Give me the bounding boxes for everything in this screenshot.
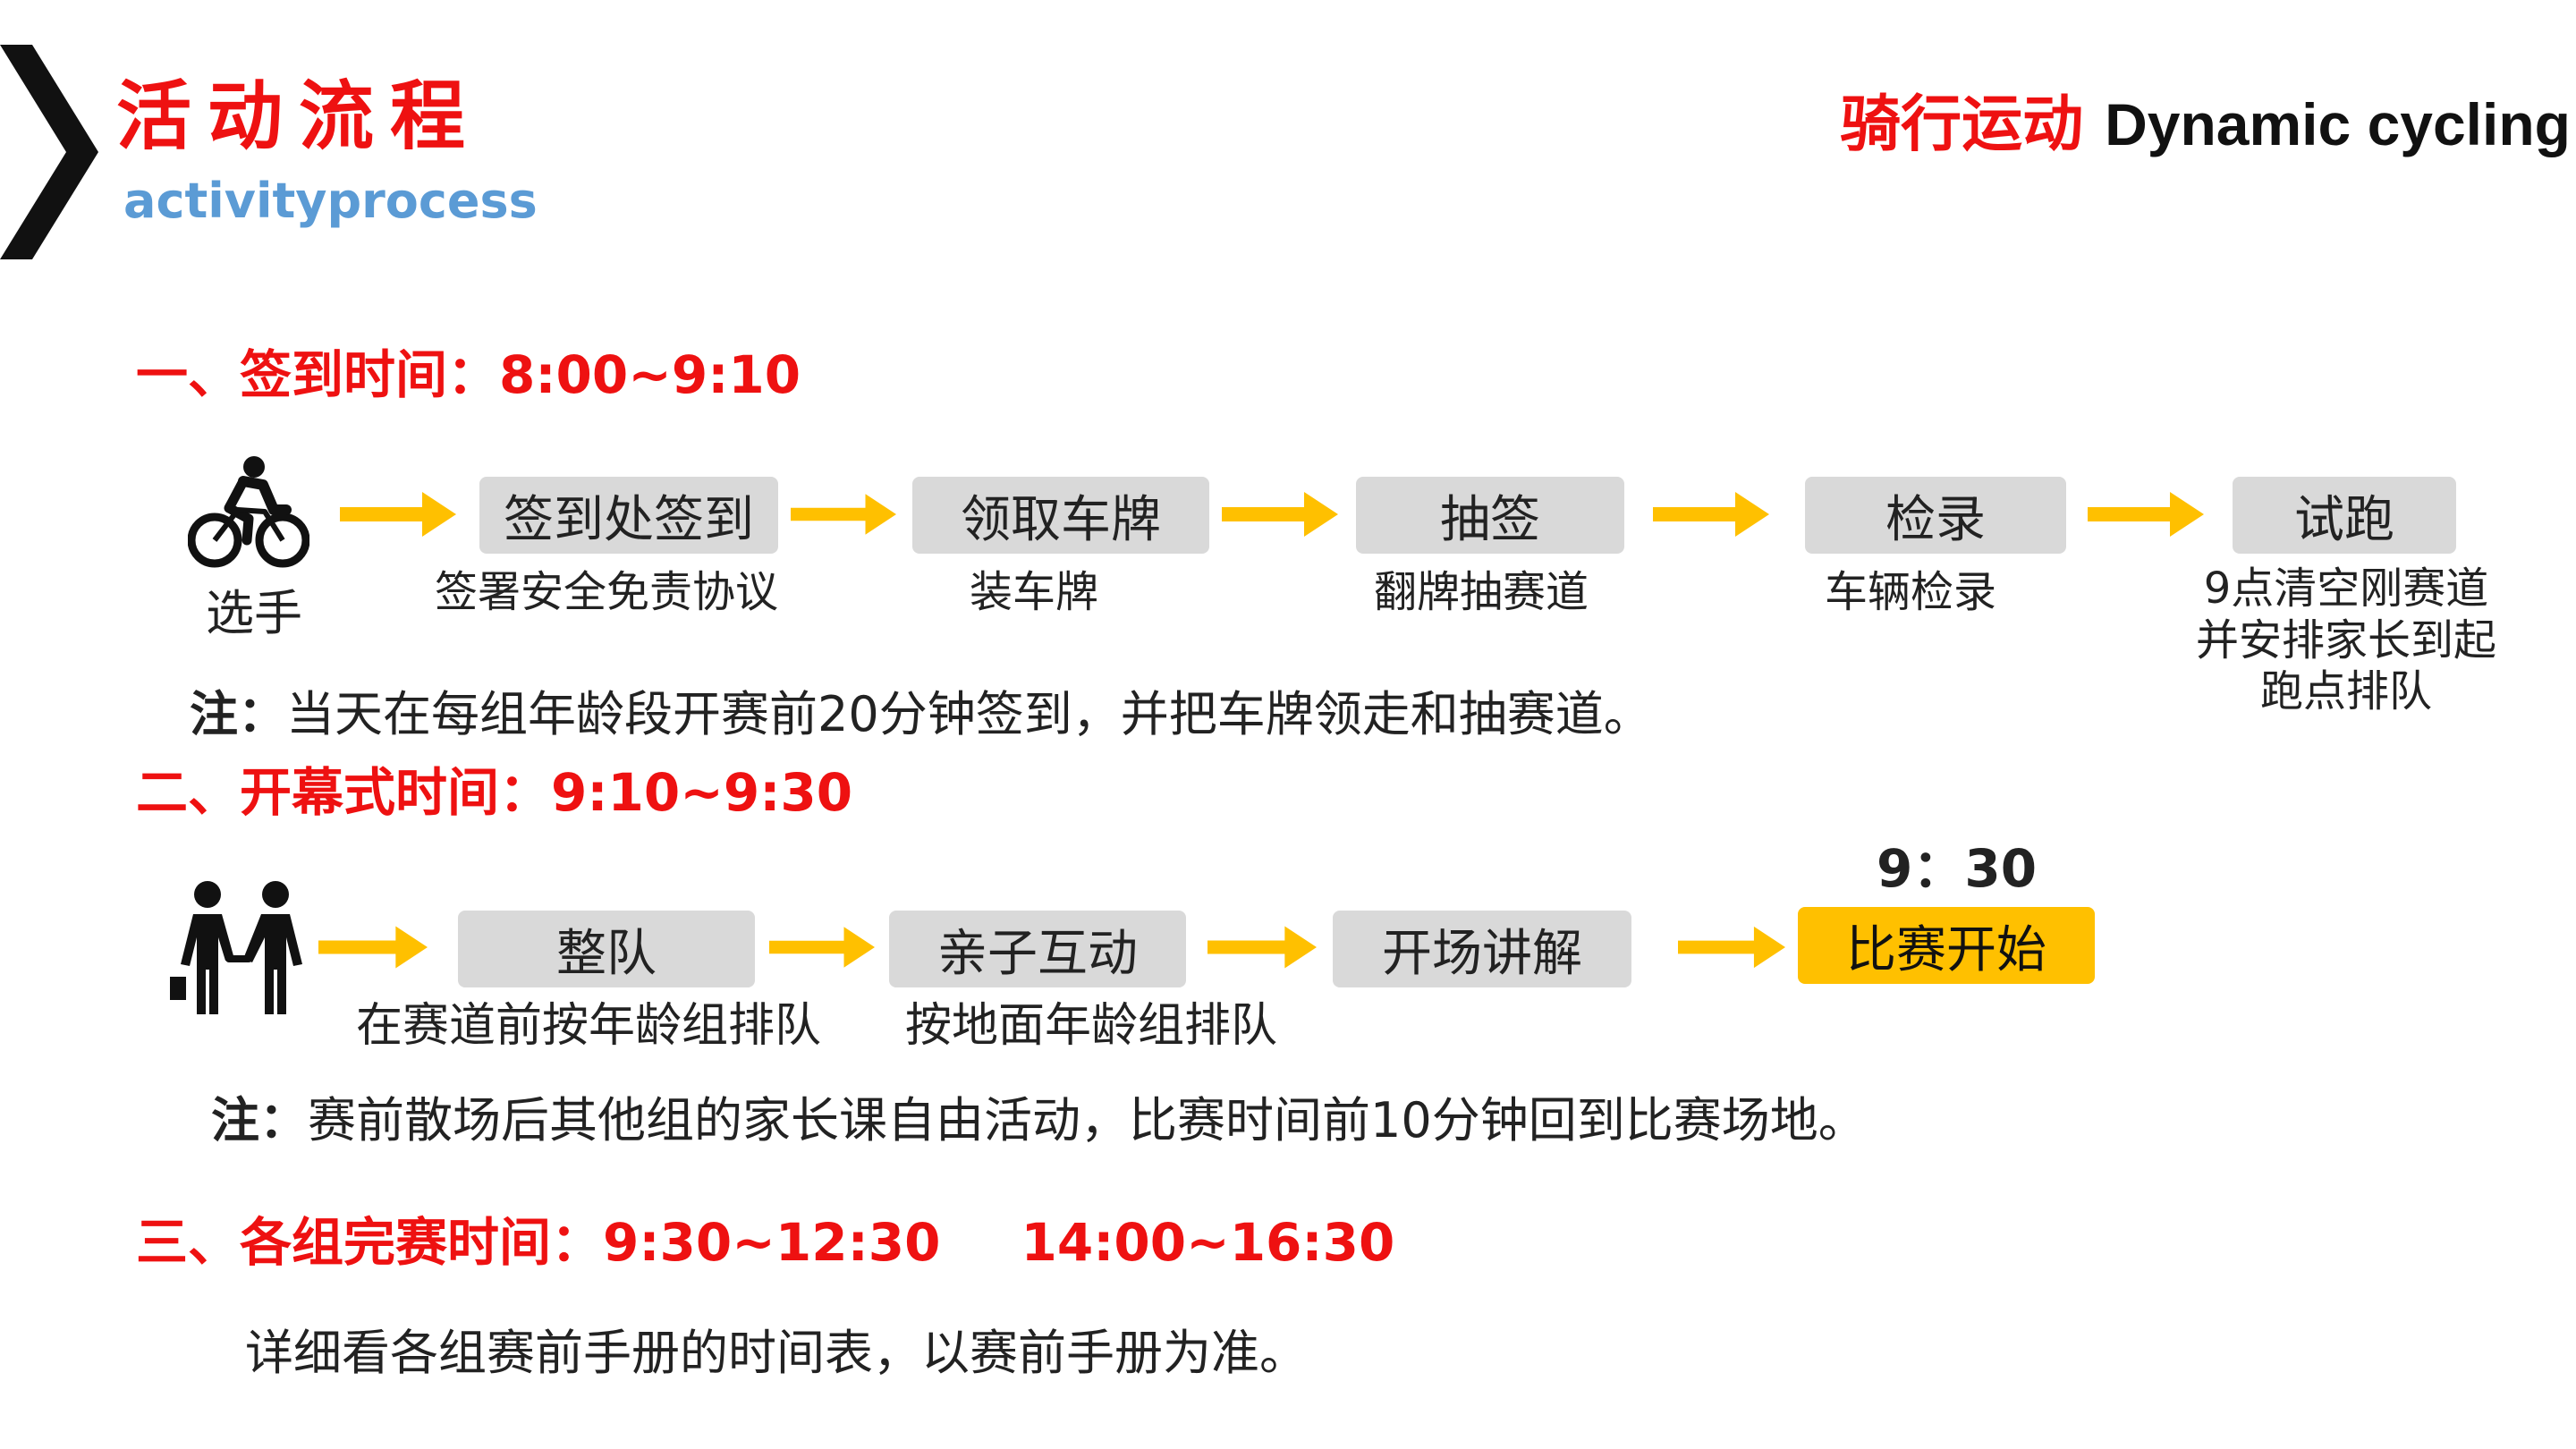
arrow-right-icon: [1222, 492, 1338, 537]
arrow-right-icon: [318, 926, 428, 969]
page-subtitle: activityprocess: [123, 173, 538, 229]
arrow-right-icon: [769, 927, 875, 968]
section3-title-main: 三、各组完赛时间：9:30~12:30: [136, 1212, 941, 1273]
arrow-right-icon: [791, 494, 896, 535]
section3-description: 详细看各组赛前手册的时间表，以赛前手册为准。: [245, 1325, 1308, 1381]
arrow-right-icon: [2088, 492, 2204, 537]
step-trial-box: 试跑: [2233, 477, 2456, 554]
step-race-start-box: 比赛开始: [1798, 907, 2095, 984]
note-text: 当天在每组年龄段开赛前20分钟签到，并把车牌领走和抽赛道。: [286, 686, 1652, 742]
section2-note: 注：赛前散场后其他组的家长课自由活动，比赛时间前10分钟回到比赛场地。: [211, 1097, 1867, 1145]
arrow-right-icon: [1678, 926, 1785, 969]
arrow-right-icon: [340, 492, 456, 537]
note-prefix: 注：: [211, 1092, 308, 1148]
brand-cn: 骑行运动: [1840, 89, 2084, 160]
step-trial-caption-line: 跑点排队: [2259, 666, 2432, 717]
step-interaction-box: 亲子互动: [889, 911, 1186, 987]
step-inspect-box: 检录: [1805, 477, 2066, 554]
step-trial-caption-line: 9点清空刚赛道: [2203, 564, 2489, 614]
note-text: 赛前散场后其他组的家长课自由活动，比赛时间前10分钟回到比赛场地。: [308, 1092, 1867, 1148]
step-lineup-caption: 在赛道前按年龄组排队: [356, 999, 822, 1053]
section1-title: 一、签到时间：8:00~9:10: [136, 344, 801, 405]
chevron-right-icon: [0, 45, 98, 259]
step-checkin-box: 签到处签到: [479, 477, 778, 554]
section3-title-extra: 14:00~16:30: [1021, 1212, 1395, 1273]
section2-title: 二、开幕式时间：9:10~9:30: [136, 762, 853, 823]
step-plate-box: 领取车牌: [912, 477, 1209, 554]
arrow-right-icon: [1208, 926, 1317, 969]
step-inspect-caption: 车辆检录: [1825, 567, 1997, 617]
step-draw-caption: 翻牌抽赛道: [1374, 567, 1589, 617]
race-start-time: 9：30: [1877, 838, 2038, 899]
step-lineup-box: 整队: [458, 911, 755, 987]
arrow-right-icon: [1653, 492, 1769, 537]
step-plate-caption: 装车牌: [970, 567, 1099, 617]
page-title: 活动流程: [116, 72, 482, 160]
step-trial-caption: 9点清空刚赛道 并安排家长到起 跑点排队: [2182, 564, 2510, 718]
cyclist-icon: [188, 456, 309, 568]
section1-note: 注：当天在每组年龄段开赛前20分钟签到，并把车牌领走和抽赛道。: [190, 691, 1652, 739]
brand-en: Dynamic cycling: [2105, 91, 2571, 157]
step-trial-caption-line: 并安排家长到起: [2195, 614, 2496, 665]
note-prefix: 注：: [190, 686, 286, 742]
step-checkin-caption: 签署安全免责协议: [435, 567, 779, 617]
parent-child-icon: [170, 881, 302, 1014]
actor-label: 选手: [206, 585, 302, 641]
step-briefing-box: 开场讲解: [1333, 911, 1631, 987]
step-interaction-caption: 按地面年龄组排队: [905, 999, 1278, 1053]
step-draw-box: 抽签: [1356, 477, 1624, 554]
